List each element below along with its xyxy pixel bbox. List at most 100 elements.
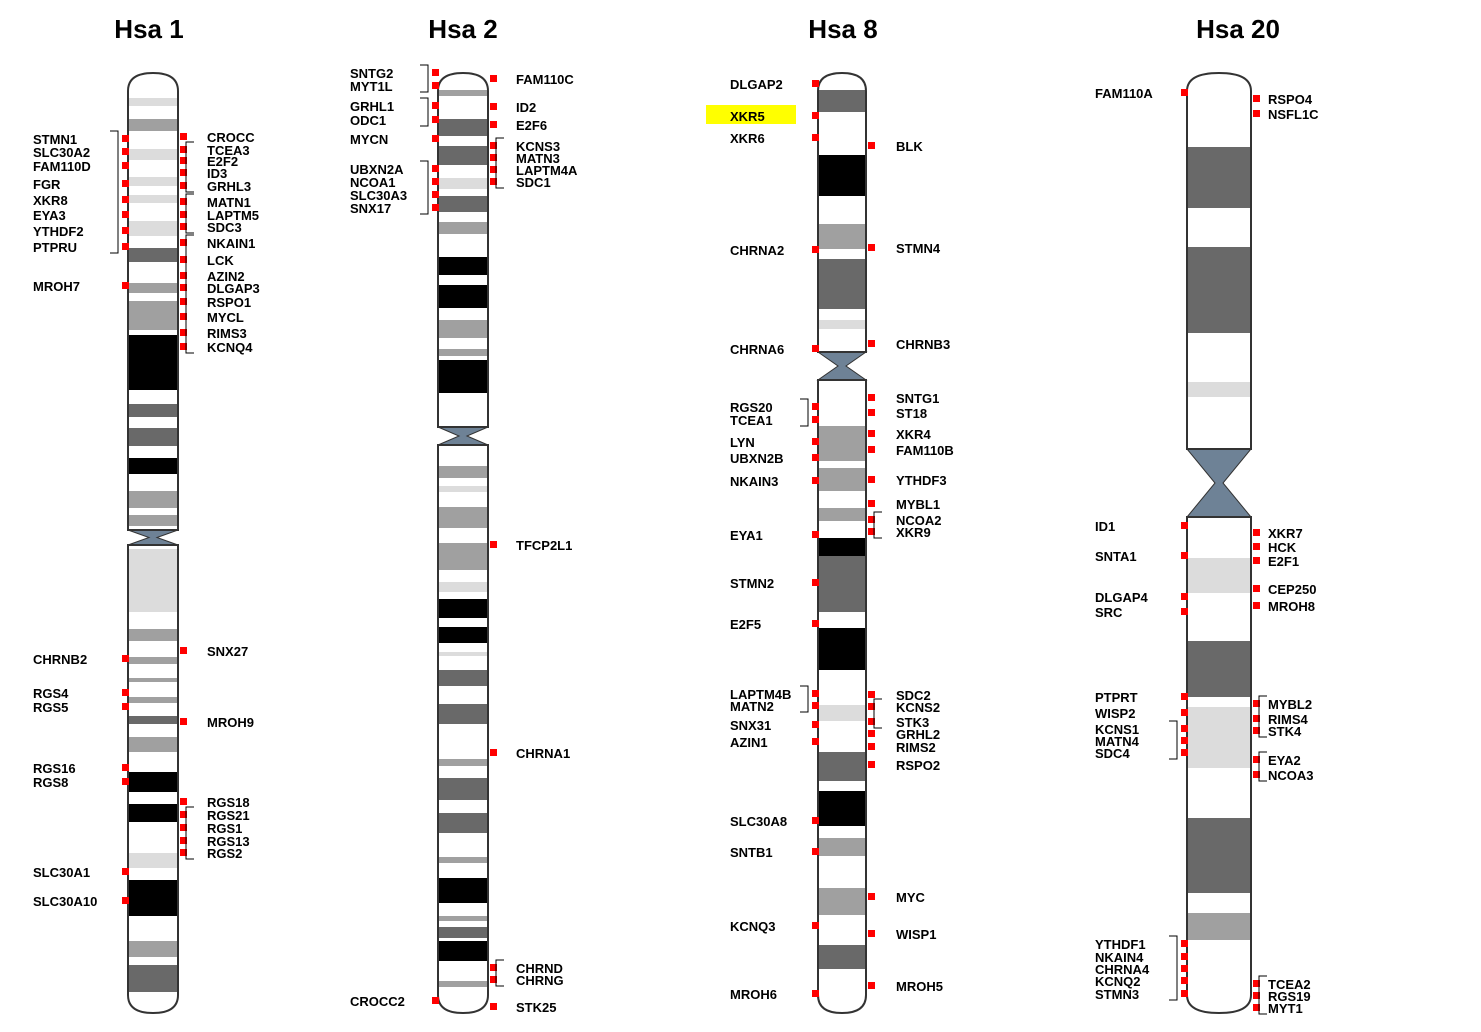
gene-label: ST18 xyxy=(896,406,927,421)
p-arm-outline xyxy=(817,71,867,353)
gene-label: FAM110B xyxy=(896,443,954,458)
gene-label: NKAIN1 xyxy=(207,236,255,251)
chromosome-band xyxy=(128,853,178,868)
gene-marker xyxy=(812,620,819,627)
centromere xyxy=(127,529,179,546)
gene-label: ODC1 xyxy=(350,113,386,128)
chromosome-band xyxy=(128,458,178,474)
gene-marker xyxy=(812,817,819,824)
gene-marker xyxy=(812,403,819,410)
gene-marker xyxy=(868,476,875,483)
gene-marker xyxy=(432,191,439,198)
gene-marker xyxy=(180,169,187,176)
gene-label: CHRNA1 xyxy=(516,746,570,761)
gene-marker xyxy=(868,500,875,507)
gene-marker xyxy=(868,703,875,710)
gene-marker xyxy=(122,227,129,234)
gene-label: E2F2 xyxy=(207,154,238,169)
chromosome-band xyxy=(438,119,488,136)
gene-marker xyxy=(1253,727,1260,734)
gene-label: STMN3 xyxy=(1095,987,1139,1002)
gene-marker xyxy=(180,837,187,844)
chromosome-hsa-2: Hsa 2SNTG2MYT1LGRHL1ODC1MYCNUBXN2ANCOA1S… xyxy=(350,14,578,1015)
gene-label: GRHL1 xyxy=(350,99,394,114)
gene-label: KCNS1 xyxy=(1095,722,1139,737)
chromosome-band xyxy=(818,556,866,612)
chromosome-band xyxy=(438,466,488,478)
gene-marker xyxy=(1253,543,1260,550)
gene-marker xyxy=(180,157,187,164)
gene-highlight xyxy=(706,105,796,124)
gene-label: FAM110D xyxy=(33,159,91,174)
gene-label: SNX17 xyxy=(350,201,391,216)
gene-bracket xyxy=(873,698,882,729)
gene-marker xyxy=(490,121,497,128)
gene-label: SDC2 xyxy=(896,688,931,703)
chromosome-band xyxy=(128,98,178,106)
chromosome-band xyxy=(128,941,178,957)
gene-marker xyxy=(490,142,497,149)
gene-marker xyxy=(432,165,439,172)
gene-label: XKR7 xyxy=(1268,526,1303,541)
gene-marker xyxy=(180,798,187,805)
chromosome-band xyxy=(128,491,178,508)
chromosome-band xyxy=(438,813,488,833)
gene-marker xyxy=(812,416,819,423)
band-group xyxy=(438,90,488,987)
gene-marker xyxy=(1181,89,1188,96)
gene-label: FGR xyxy=(33,177,61,192)
gene-label: KCNQ3 xyxy=(730,919,776,934)
gene-label: RGS2 xyxy=(207,846,242,861)
gene-label: EYA3 xyxy=(33,208,66,223)
chromosome-band xyxy=(818,155,866,196)
gene-marker xyxy=(812,454,819,461)
gene-label: RIMS4 xyxy=(1268,712,1309,727)
chromosome-band xyxy=(128,248,178,262)
gene-label: MATN4 xyxy=(1095,734,1140,749)
chromosome-band xyxy=(128,657,178,664)
gene-marker xyxy=(122,148,129,155)
chromosome-band xyxy=(128,335,178,390)
centromere xyxy=(437,426,489,446)
chromosome-band xyxy=(438,257,488,275)
gene-label: STMN2 xyxy=(730,576,774,591)
chromosome-band xyxy=(128,629,178,641)
gene-label: CHRNB2 xyxy=(33,652,87,667)
gene-marker xyxy=(432,997,439,1004)
chromosome-band xyxy=(128,195,178,203)
gene-bracket xyxy=(873,511,882,539)
centromere xyxy=(1185,448,1253,518)
chromosome-band xyxy=(438,582,488,592)
chromosome-band xyxy=(818,538,866,556)
gene-label: CHRND xyxy=(516,961,563,976)
chromosome-title: Hsa 8 xyxy=(808,14,877,44)
band-group xyxy=(818,90,866,969)
gene-label: SNX31 xyxy=(730,718,771,733)
chromosome-band xyxy=(818,945,866,969)
gene-label: RGS16 xyxy=(33,761,76,776)
gene-marker xyxy=(1253,1004,1260,1011)
chromosome-band xyxy=(128,149,178,160)
gene-marker xyxy=(180,849,187,856)
chromosome-band xyxy=(438,360,488,393)
chromosome-band xyxy=(1187,247,1251,333)
gene-marker xyxy=(868,718,875,725)
gene-marker xyxy=(180,329,187,336)
gene-label: STK3 xyxy=(896,715,929,730)
gene-label: CHRNA2 xyxy=(730,243,784,258)
gene-label: MYCN xyxy=(350,132,388,147)
gene-marker xyxy=(180,272,187,279)
chromosome-band xyxy=(818,224,866,249)
gene-label: NKAIN4 xyxy=(1095,950,1144,965)
gene-marker xyxy=(490,749,497,756)
gene-marker xyxy=(812,134,819,141)
gene-bracket xyxy=(1258,975,1267,1015)
q-arm-outline xyxy=(1186,516,1252,1015)
gene-label: MYT1 xyxy=(1268,1001,1303,1016)
gene-marker xyxy=(1181,977,1188,984)
chromosome-band xyxy=(128,221,178,236)
gene-label: NCOA2 xyxy=(896,513,942,528)
gene-label: UBXN2A xyxy=(350,162,404,177)
gene-label: CEP250 xyxy=(1268,582,1316,597)
gene-label: KCNS2 xyxy=(896,700,940,715)
